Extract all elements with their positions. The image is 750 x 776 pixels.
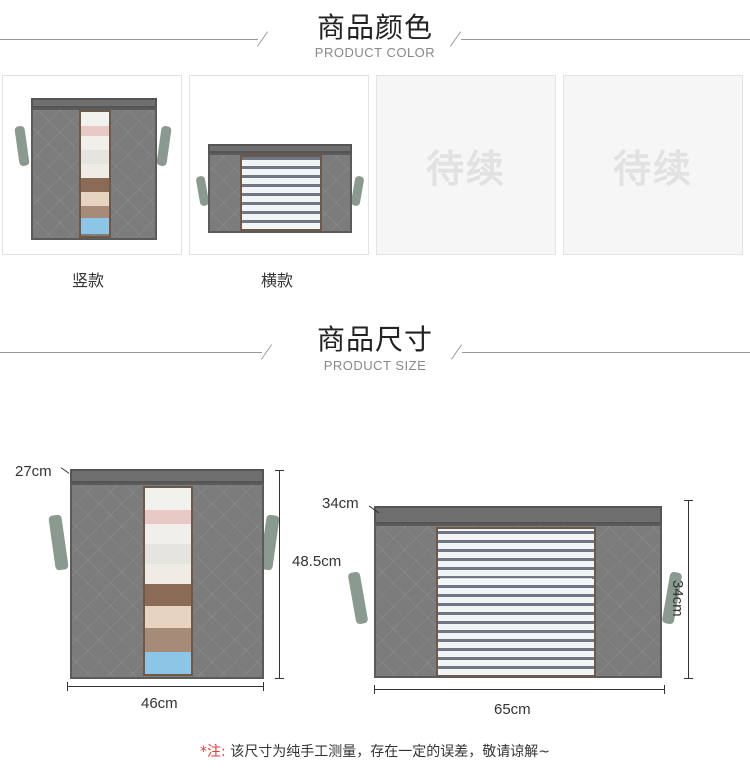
- dim-tick: [263, 682, 264, 691]
- note-marker: *注:: [200, 744, 226, 760]
- section-title: 商品颜色: [316, 11, 433, 44]
- dim-tick: [684, 678, 693, 679]
- window-fold: [440, 578, 592, 580]
- color-card-placeholder-2: 待续: [563, 75, 743, 255]
- color-card-vertical[interactable]: [2, 75, 182, 255]
- measurement-note: *注: 该尺寸为纯手工测量，存在一定的误差，敬请谅解~: [0, 741, 750, 761]
- dim-depth-label: 27cm: [15, 463, 52, 480]
- dim-tick: [275, 678, 284, 679]
- header-rule-right: [462, 352, 750, 353]
- dim-height-line: [279, 470, 280, 678]
- dim-tick: [664, 685, 665, 694]
- section-subtitle: PRODUCT SIZE: [323, 358, 427, 373]
- dim-tick: [374, 685, 375, 694]
- color-card-horizontal[interactable]: [189, 75, 369, 255]
- dim-width-line: [374, 689, 664, 690]
- note-text: 该尺寸为纯手工测量，存在一定的误差，敬请谅解~: [225, 744, 550, 760]
- dim-depth-label: 34cm: [322, 495, 359, 512]
- header-rule-right: [461, 39, 750, 40]
- dim-tick: [275, 470, 284, 471]
- dim-height-line: [688, 500, 689, 678]
- section-title: 商品尺寸: [316, 323, 433, 356]
- dim-height-label: 34cm: [669, 580, 686, 617]
- placeholder-text: 待续: [425, 147, 506, 191]
- dim-width-label: 65cm: [494, 701, 531, 718]
- dim-tick: [684, 500, 693, 501]
- header-rule-left: [0, 352, 262, 353]
- dim-width-line: [67, 686, 263, 687]
- color-card-placeholder-1: 待续: [376, 75, 556, 255]
- dim-tick: [67, 682, 68, 691]
- placeholder-text: 待续: [612, 147, 693, 191]
- dim-width-label: 46cm: [141, 695, 178, 712]
- section-subtitle: PRODUCT COLOR: [314, 45, 436, 60]
- dim-depth-leader: [60, 467, 70, 474]
- header-rule-left: [0, 39, 258, 40]
- dim-height-label: 48.5cm: [292, 553, 342, 570]
- card-label-horizontal: 横款: [261, 271, 294, 290]
- card-label-vertical: 竖款: [72, 271, 105, 290]
